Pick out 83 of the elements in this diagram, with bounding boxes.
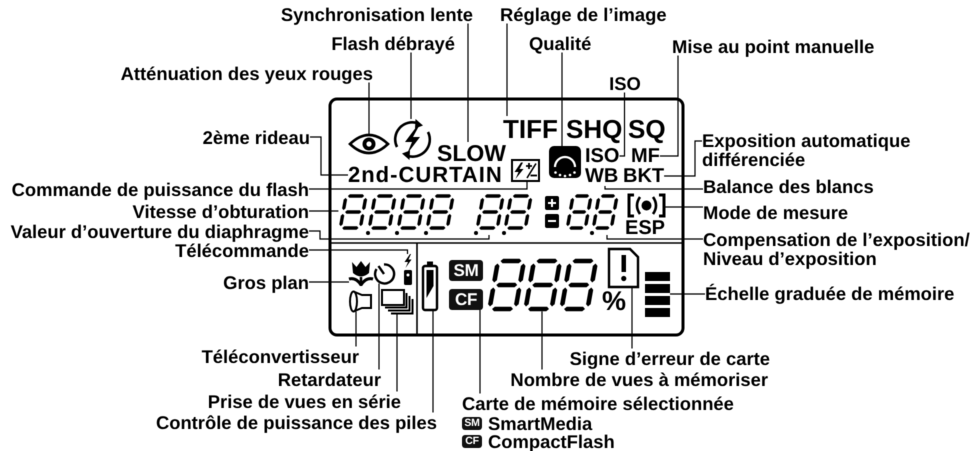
callout-label: Flash débrayé (331, 34, 455, 52)
leader-line (670, 293, 705, 295)
leader-line (664, 206, 703, 208)
leader-line (479, 310, 481, 394)
indicator-label: MF (631, 146, 660, 166)
callout-label: Mode de mesure (703, 202, 848, 222)
indicator-label: 2nd-CURTAIN (348, 164, 503, 186)
callout-label: Prise de vues en série (208, 392, 401, 410)
leader-line (541, 311, 543, 370)
leader-line (309, 281, 349, 283)
callout-label: Vitesse d’obturation (132, 202, 309, 220)
callout-label: Compensation de l’exposition/ Niveau d’exposition (703, 230, 975, 268)
level-bars-icon (645, 272, 670, 317)
bracketed-dot-icon (628, 194, 666, 218)
leader-line (606, 235, 703, 240)
signed-seven-segment-display (545, 194, 618, 235)
callout-label: 2ème rideau (202, 128, 310, 146)
card-type-tag: CF (462, 434, 482, 448)
circled-lightning-icon (394, 119, 432, 160)
callout-label: Commande de puissance du flash (12, 180, 309, 198)
callout-label: ISO (609, 74, 641, 92)
callout-label: Contrôle de puissance des piles (156, 412, 437, 432)
callout-label: Atténuation des yeux rouges (120, 64, 373, 82)
indicator-label: WB (585, 166, 618, 186)
seven-segment-display (339, 194, 454, 235)
stacked-frames-icon (381, 289, 414, 314)
leader-line (561, 52, 563, 146)
leader-line (410, 52, 412, 119)
callout-label: Échelle graduée de mémoire (705, 284, 954, 302)
indicator-label: SLOW (437, 142, 506, 165)
leader-line (631, 287, 633, 348)
callout-label: Valeur d’ouverture du diaphragme (10, 222, 309, 240)
percent-sign: % (602, 288, 626, 315)
leader-line (309, 210, 338, 212)
indicator-label: SHQ (566, 116, 622, 142)
callout-label: Exposition automatique différenciée (702, 131, 917, 169)
callout-label: Mise au point manuelle (672, 36, 874, 56)
indicator-label: SQ (628, 116, 666, 142)
callout-label: Nombre de vues à mémoriser (510, 370, 768, 388)
callout-label: Carte de mémoire sélectionnée (462, 394, 734, 412)
callout-label: Retardateur (278, 370, 381, 388)
leader-line (604, 186, 703, 190)
eye-icon (348, 134, 390, 154)
lightning-plus-minus-icon (511, 159, 540, 182)
indicator-label: ISO (585, 146, 620, 166)
timer-icon (374, 263, 396, 285)
card-type-name: CompactFlash (488, 432, 615, 450)
indicator-label: ESP (625, 218, 666, 238)
lightning-box-icon (404, 254, 412, 285)
battery-icon (422, 262, 438, 312)
callout-label: Qualité (529, 34, 592, 52)
callout-label: Téléconvertisseur (202, 346, 359, 366)
tulip-icon (348, 261, 374, 286)
seven-segment-display (474, 194, 532, 235)
seven-segment-display (488, 258, 598, 312)
callout-label: Synchronisation lente (280, 4, 473, 24)
leader-line (309, 230, 490, 240)
leader-line (467, 24, 469, 142)
card-type-name: SmartMedia (488, 414, 592, 432)
indicator-label: TIFF (503, 116, 558, 142)
leader-line (309, 181, 528, 190)
callout-label: Télécommande (175, 240, 309, 260)
leader-line (396, 314, 398, 392)
card-type-tag: CF (449, 289, 483, 310)
leader-line (368, 82, 370, 135)
leader-line (660, 56, 679, 157)
indicator-label: BKT (623, 166, 664, 186)
callout-label: Signe d’erreur de carte (570, 348, 770, 368)
callout-label: Réglage de l’image (500, 4, 667, 24)
leader-line (506, 24, 508, 116)
leader-line (309, 249, 408, 254)
lens-tube-icon (349, 290, 372, 312)
leader-line (432, 310, 434, 412)
leader-line (355, 312, 357, 346)
callout-label: Gros plan (223, 272, 309, 292)
card-type-tag: SM (462, 416, 482, 430)
card-exclamation-icon (608, 248, 640, 288)
leader-line (620, 92, 626, 157)
dial-icon (549, 146, 581, 178)
card-type-tag: SM (449, 260, 483, 281)
callout-label: Balance des blancs (703, 176, 874, 196)
leader-line (664, 140, 702, 177)
leader-line (310, 136, 348, 176)
